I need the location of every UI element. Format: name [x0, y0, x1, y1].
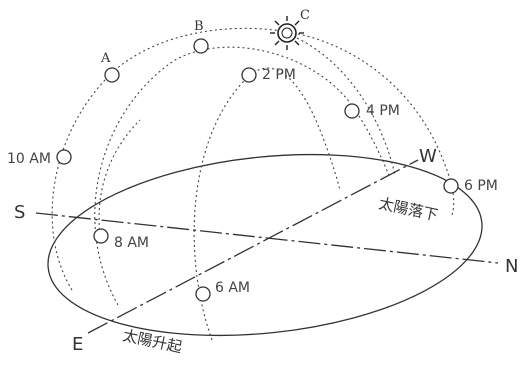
- label-6pm: 6 PM: [464, 178, 498, 194]
- sun-icon: [270, 16, 304, 50]
- sun-position-a: [104, 67, 120, 83]
- label-6am: 6 AM: [215, 280, 250, 296]
- east-west-axis: [87, 159, 419, 334]
- sun-position-2pm: [241, 67, 257, 83]
- direction-w: W: [419, 146, 437, 167]
- label-b: B: [194, 19, 204, 34]
- label-10am: 10 AM: [7, 151, 51, 167]
- label-8am: 8 AM: [114, 235, 149, 251]
- sun-path-arc-inner: [193, 67, 341, 341]
- sun-path-arc-left-inner: [98, 119, 141, 236]
- sun-path-arc-c-to-w: [287, 33, 396, 176]
- south-north-axis: [35, 212, 499, 264]
- label-2pm: 2 PM: [262, 67, 296, 83]
- direction-s: S: [14, 202, 25, 223]
- sun-position-4pm: [344, 103, 360, 119]
- sun-path-arc-middle: [94, 46, 391, 306]
- sun-path-arc-outer-right: [287, 31, 455, 216]
- direction-e: E: [72, 334, 83, 355]
- horizon-ellipse: [47, 153, 483, 337]
- sun-position-8am: [93, 228, 109, 244]
- sun-path-arc-outer-left: [51, 27, 289, 291]
- label-4pm: 4 PM: [366, 103, 400, 119]
- label-c: C: [300, 8, 310, 23]
- sun-position-6pm: [443, 178, 459, 194]
- label-a: A: [100, 51, 111, 66]
- label-sunset: 太陽落下: [377, 194, 439, 224]
- sun-position-10am: [56, 149, 72, 165]
- sun-position-6am: [195, 286, 211, 302]
- sun-position-b: [193, 38, 209, 54]
- direction-n: N: [505, 256, 518, 277]
